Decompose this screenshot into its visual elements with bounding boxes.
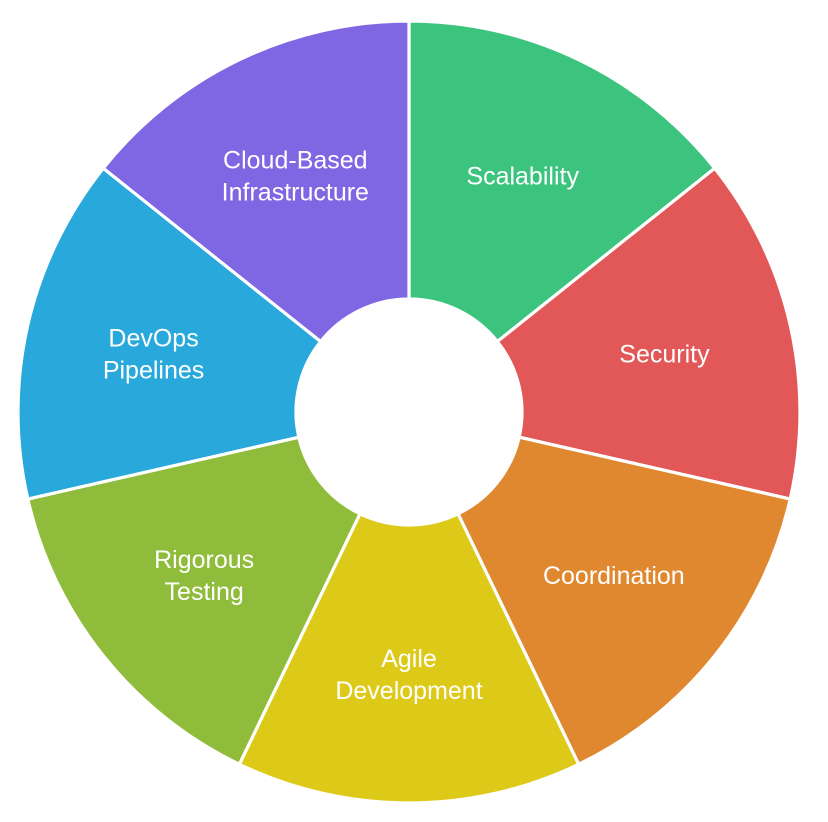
segment-coordination <box>456 435 792 766</box>
segment-label-coordination: Coordination <box>543 562 685 590</box>
segment-label-security: Security <box>619 340 710 368</box>
segment-devops-pipelines <box>16 166 323 501</box>
segment-label-scalability: Scalability <box>466 163 579 191</box>
segment-scalability <box>407 19 717 344</box>
segment-security <box>495 166 802 501</box>
segment-agile-development <box>237 512 581 805</box>
segment-rigorous-testing <box>26 435 362 766</box>
segment-cloud-based-infrastructure <box>101 19 411 344</box>
